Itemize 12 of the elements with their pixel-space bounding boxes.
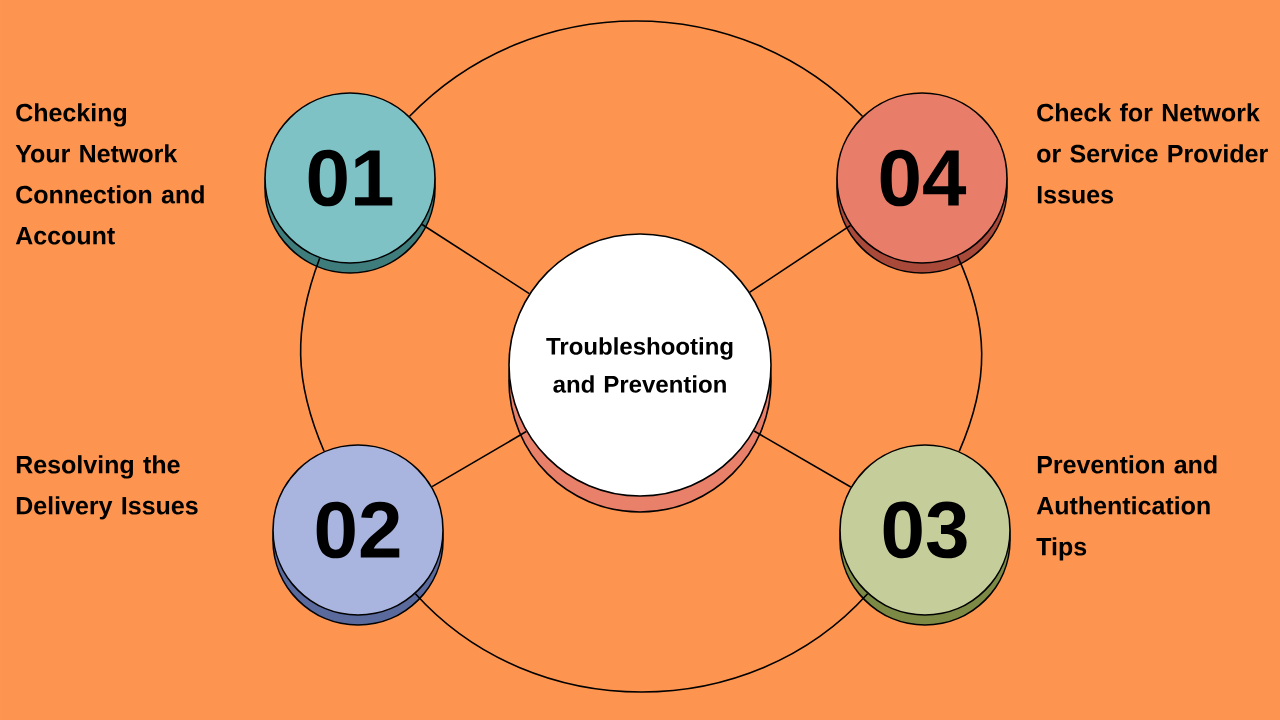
step-label: Prevention and Authentication Tips xyxy=(1036,455,1217,561)
connector-line xyxy=(749,224,852,293)
connector-line xyxy=(431,430,528,488)
ring-arc xyxy=(956,255,983,453)
step-label: Resolving the Delivery Issues xyxy=(16,455,198,520)
ring-arc xyxy=(299,257,325,452)
step-label: Checking Your Network Connection and Account xyxy=(15,103,204,245)
step-label: Check for Network or Service Provider Issues xyxy=(1037,103,1268,204)
ring-arc xyxy=(414,592,869,693)
ring-arc xyxy=(408,20,864,118)
connector-line xyxy=(753,430,852,488)
connector-line xyxy=(421,223,531,295)
